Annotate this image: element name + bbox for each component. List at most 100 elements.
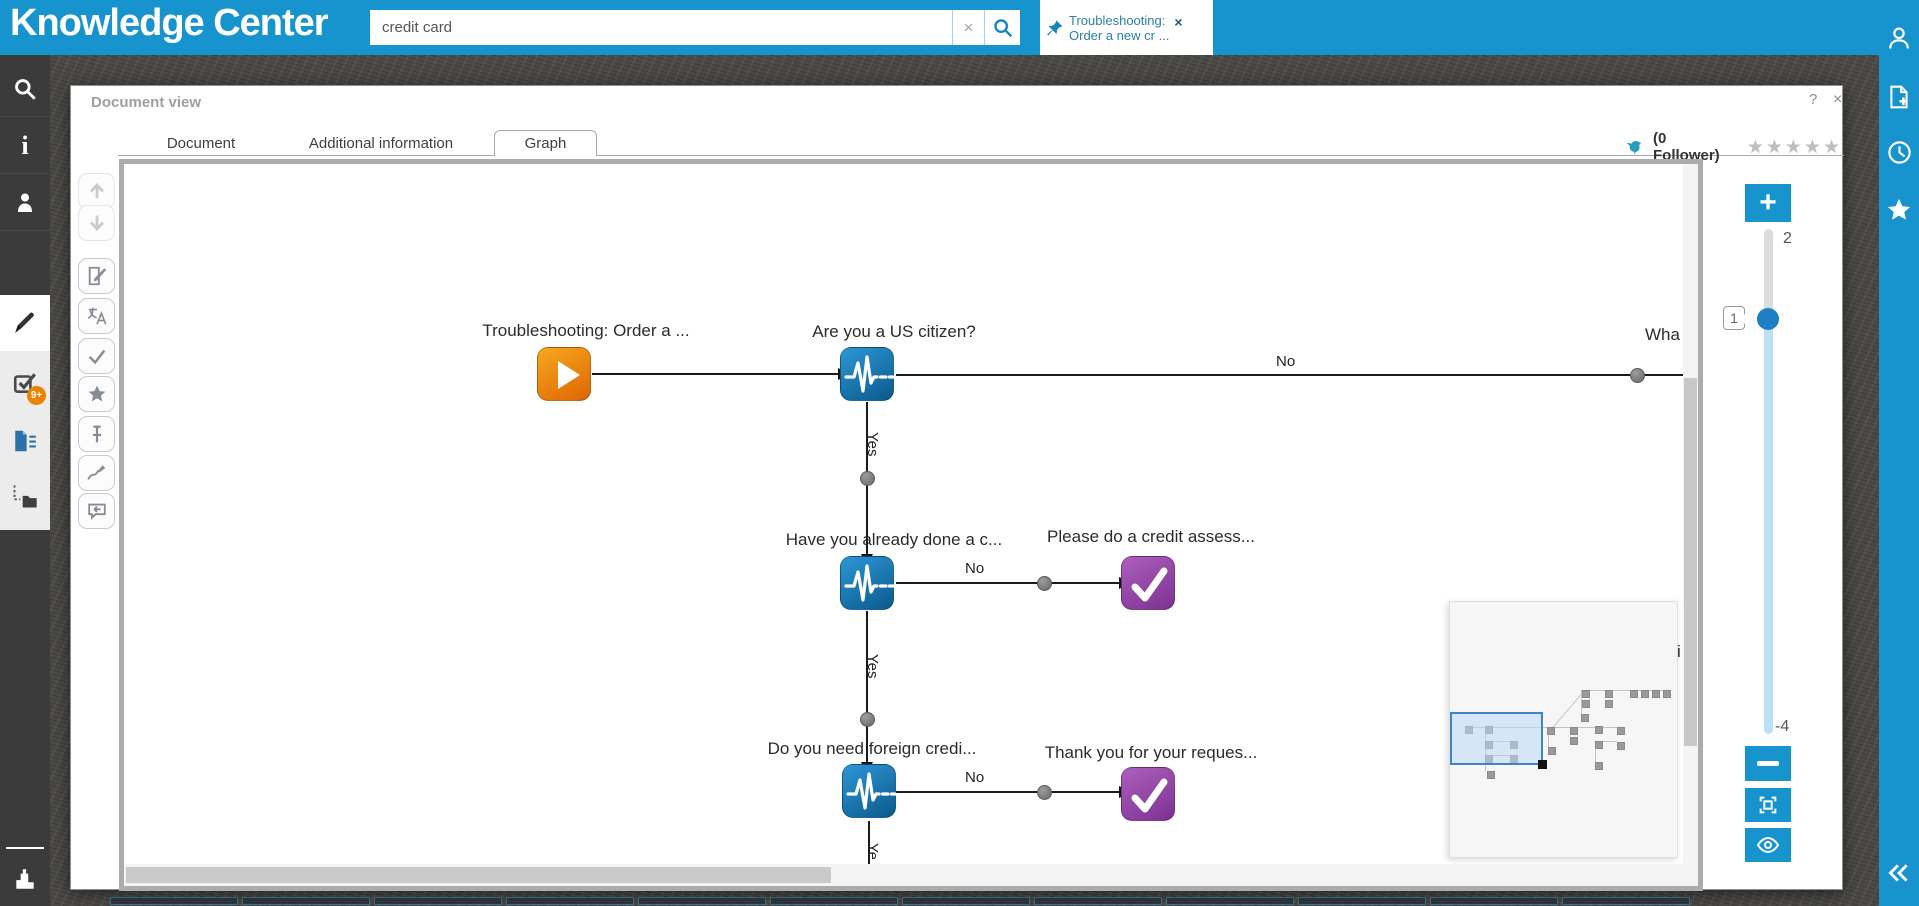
horizontal-scrollbar[interactable]	[124, 864, 1698, 886]
rail-collapse-button[interactable]	[1879, 851, 1919, 895]
folder-move-icon	[11, 483, 39, 511]
graph-node-a1[interactable]	[1121, 556, 1175, 610]
minimap-node	[1595, 762, 1603, 770]
move-down-icon	[86, 212, 108, 234]
search-icon	[992, 17, 1014, 39]
checkbox-icon	[12, 370, 38, 396]
eye-icon	[1756, 833, 1780, 857]
answer-node-icon	[1122, 557, 1174, 611]
tab-graph[interactable]: Graph	[494, 130, 597, 156]
edge-waypoint-dot[interactable]	[860, 712, 875, 727]
graph-node-a2[interactable]	[1121, 767, 1175, 821]
minimap-connector	[1581, 690, 1582, 714]
feedback-icon	[86, 500, 108, 522]
node-label: Have you already done a c...	[785, 530, 1003, 549]
rail-item-user[interactable]	[1879, 16, 1919, 60]
search-input[interactable]	[370, 10, 952, 45]
taskbar-window-thumb	[242, 897, 370, 905]
minimap-viewport[interactable]	[1450, 712, 1543, 765]
minimap-node	[1630, 690, 1638, 698]
edge-line	[896, 374, 1683, 376]
zoom-out-button[interactable]	[1745, 746, 1791, 781]
minimap-node	[1582, 690, 1590, 698]
taskbar-window-thumb	[1430, 897, 1558, 905]
search-button[interactable]	[984, 10, 1020, 45]
zoom-track-lower[interactable]	[1764, 317, 1773, 734]
question-node-icon	[843, 765, 897, 819]
open-document-tab[interactable]: Troubleshooting:Order a new cr ... ×	[1040, 0, 1213, 55]
sign-icon	[86, 462, 108, 484]
graph-toolbar-sign-button[interactable]	[78, 455, 115, 491]
graph-toolbar-favorite-button[interactable]	[78, 376, 115, 412]
sidebar-item-info[interactable]: i	[0, 118, 50, 174]
node-label: Troubleshooting: Order a ...	[482, 321, 690, 340]
sidebar-item-workbench[interactable]	[0, 851, 50, 906]
graph-toolbar-move-down-button	[78, 205, 115, 241]
zoom-in-button[interactable]: +	[1745, 184, 1791, 222]
search-clear-button[interactable]: ×	[952, 10, 984, 45]
zoom-track-upper[interactable]	[1764, 229, 1773, 321]
left-sidebar: i 9+	[0, 55, 50, 906]
pen-icon	[12, 310, 38, 336]
rail-item-new-document[interactable]	[1879, 75, 1919, 119]
sidebar-item-edit-active[interactable]	[0, 295, 50, 351]
zoom-current-value: 1	[1723, 306, 1750, 330]
edge-waypoint-dot[interactable]	[1630, 368, 1645, 383]
zoom-fit-button[interactable]	[1745, 788, 1791, 822]
zoom-slider-handle[interactable]	[1757, 308, 1779, 330]
graph-toolbar-feedback-button[interactable]	[78, 493, 115, 529]
minimap-node	[1652, 690, 1660, 698]
follow-bird-icon[interactable]	[1621, 136, 1643, 158]
minimap-node	[1570, 737, 1578, 745]
rail-item-favorites[interactable]	[1879, 188, 1919, 232]
edge-waypoint-dot[interactable]	[860, 471, 875, 486]
rating-stars[interactable]: ★★★★★	[1746, 136, 1842, 158]
edge-waypoint-dot[interactable]	[1037, 785, 1052, 800]
edge-label: Ye	[864, 843, 881, 860]
graph-toolbar-edit-document-button[interactable]	[78, 258, 115, 294]
info-icon: i	[21, 130, 29, 160]
minimap-node	[1595, 741, 1603, 749]
graph-node-q3[interactable]	[842, 764, 897, 819]
vertical-scrollbar[interactable]	[1683, 164, 1698, 864]
minimap-resize-handle[interactable]	[1538, 760, 1547, 769]
doc-tab-close-icon[interactable]: ×	[1174, 14, 1183, 30]
edge-line	[896, 791, 1121, 793]
modal-close-icon[interactable]: ×	[1833, 91, 1843, 108]
node-label: Are you a US citizen?	[812, 322, 976, 341]
minimap-node	[1548, 747, 1556, 755]
clipped-node-label: Wha	[1645, 325, 1680, 344]
taskbar-window-thumb	[770, 897, 898, 905]
sidebar-item-documents[interactable]	[0, 413, 50, 469]
zoom-min-label: -4	[1775, 718, 1790, 735]
edge-line	[866, 611, 868, 764]
graph-toolbar-approve-button[interactable]	[78, 338, 115, 374]
taskbar-window-thumb	[110, 897, 238, 905]
node-label: Thank you for your reques...	[1044, 743, 1258, 762]
graph-node-q1[interactable]	[840, 347, 895, 401]
graph-toolbar-translate-button[interactable]	[78, 298, 115, 334]
preview-eye-button[interactable]	[1745, 828, 1791, 862]
help-button[interactable]: ?	[1809, 91, 1818, 108]
horizontal-scrollbar-thumb[interactable]	[126, 867, 831, 883]
sidebar-item-tasks[interactable]: 9+	[0, 355, 50, 411]
person-icon	[13, 191, 37, 215]
graph-toolbar-pin-button[interactable]	[78, 416, 115, 452]
tab-document[interactable]: Document	[166, 134, 236, 152]
edge-label: No	[1276, 353, 1296, 370]
taskbar-window-thumb	[1166, 897, 1294, 905]
tab-additional-information[interactable]: Additional information	[308, 134, 454, 152]
edge-waypoint-dot[interactable]	[1037, 576, 1052, 591]
graph-node-start[interactable]	[537, 347, 591, 401]
sidebar-item-search[interactable]	[0, 61, 50, 117]
minimap-connector	[1582, 690, 1663, 691]
pin-icon	[86, 423, 108, 445]
graph-node-q2[interactable]	[840, 556, 895, 610]
rail-item-history[interactable]	[1879, 130, 1919, 174]
sidebar-item-move-to-folder[interactable]	[0, 469, 50, 525]
vertical-scrollbar-thumb[interactable]	[1684, 378, 1697, 746]
answer-node-icon	[1122, 768, 1174, 822]
sidebar-divider	[6, 847, 44, 849]
sidebar-item-profile[interactable]	[0, 175, 50, 231]
